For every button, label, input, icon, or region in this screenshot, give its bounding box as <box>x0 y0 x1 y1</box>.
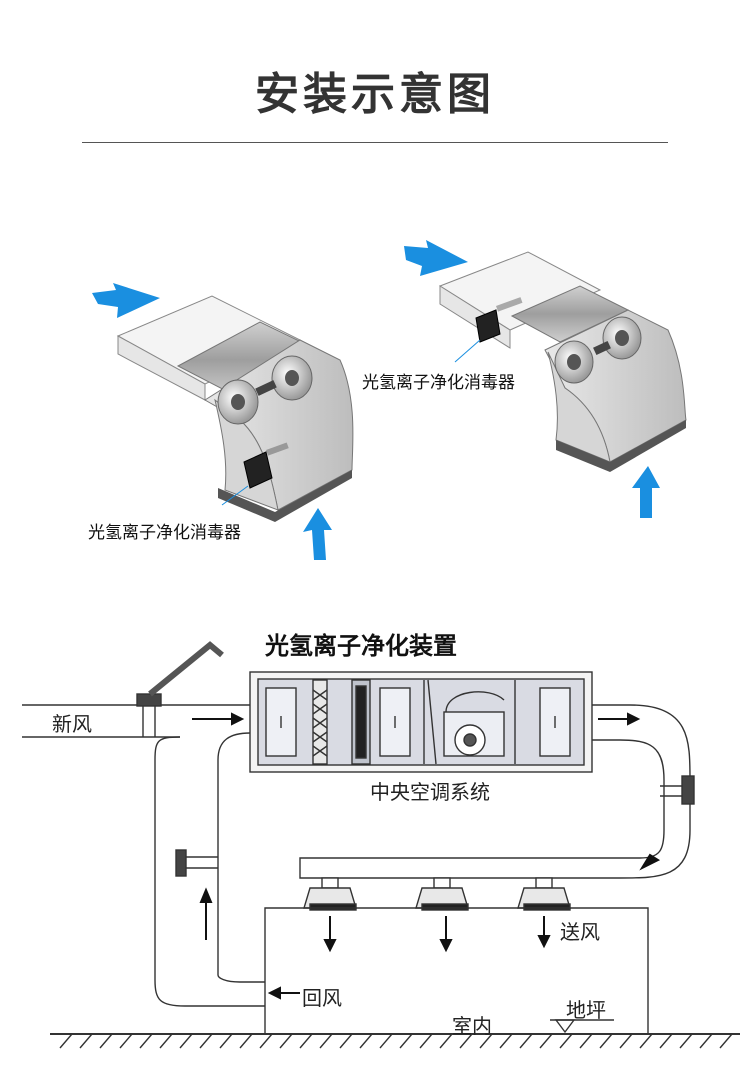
left-inflow-arrow <box>303 508 332 560</box>
left-outflow-arrow <box>92 283 160 318</box>
fresh-air-label: 新风 <box>52 712 92 736</box>
right-outflow-arrow <box>404 240 468 276</box>
right-purifier-device <box>475 297 523 343</box>
page-title: 安装示意图 <box>255 69 495 120</box>
device-title: 光氢离子净化装置 <box>265 632 457 660</box>
left-purifier-device <box>243 442 289 489</box>
left-unit-label: 光氢离子净化消毒器 <box>88 523 241 543</box>
right-inflow-arrow <box>632 466 660 518</box>
right-unit-label: 光氢离子净化消毒器 <box>362 373 515 393</box>
airflow-arrows <box>192 712 661 1000</box>
title-divider <box>82 142 668 143</box>
floor-label: 地坪 <box>566 998 606 1022</box>
ahu-label: 中央空调系统 <box>370 780 490 804</box>
return-air-label: 回风 <box>302 986 342 1010</box>
right-fan-unit <box>404 240 687 518</box>
left-fan-unit <box>92 283 354 560</box>
indoor-label: 室内 <box>452 1014 492 1038</box>
supply-air-label: 送风 <box>560 920 600 944</box>
hvac-system-schematic <box>22 641 740 1049</box>
